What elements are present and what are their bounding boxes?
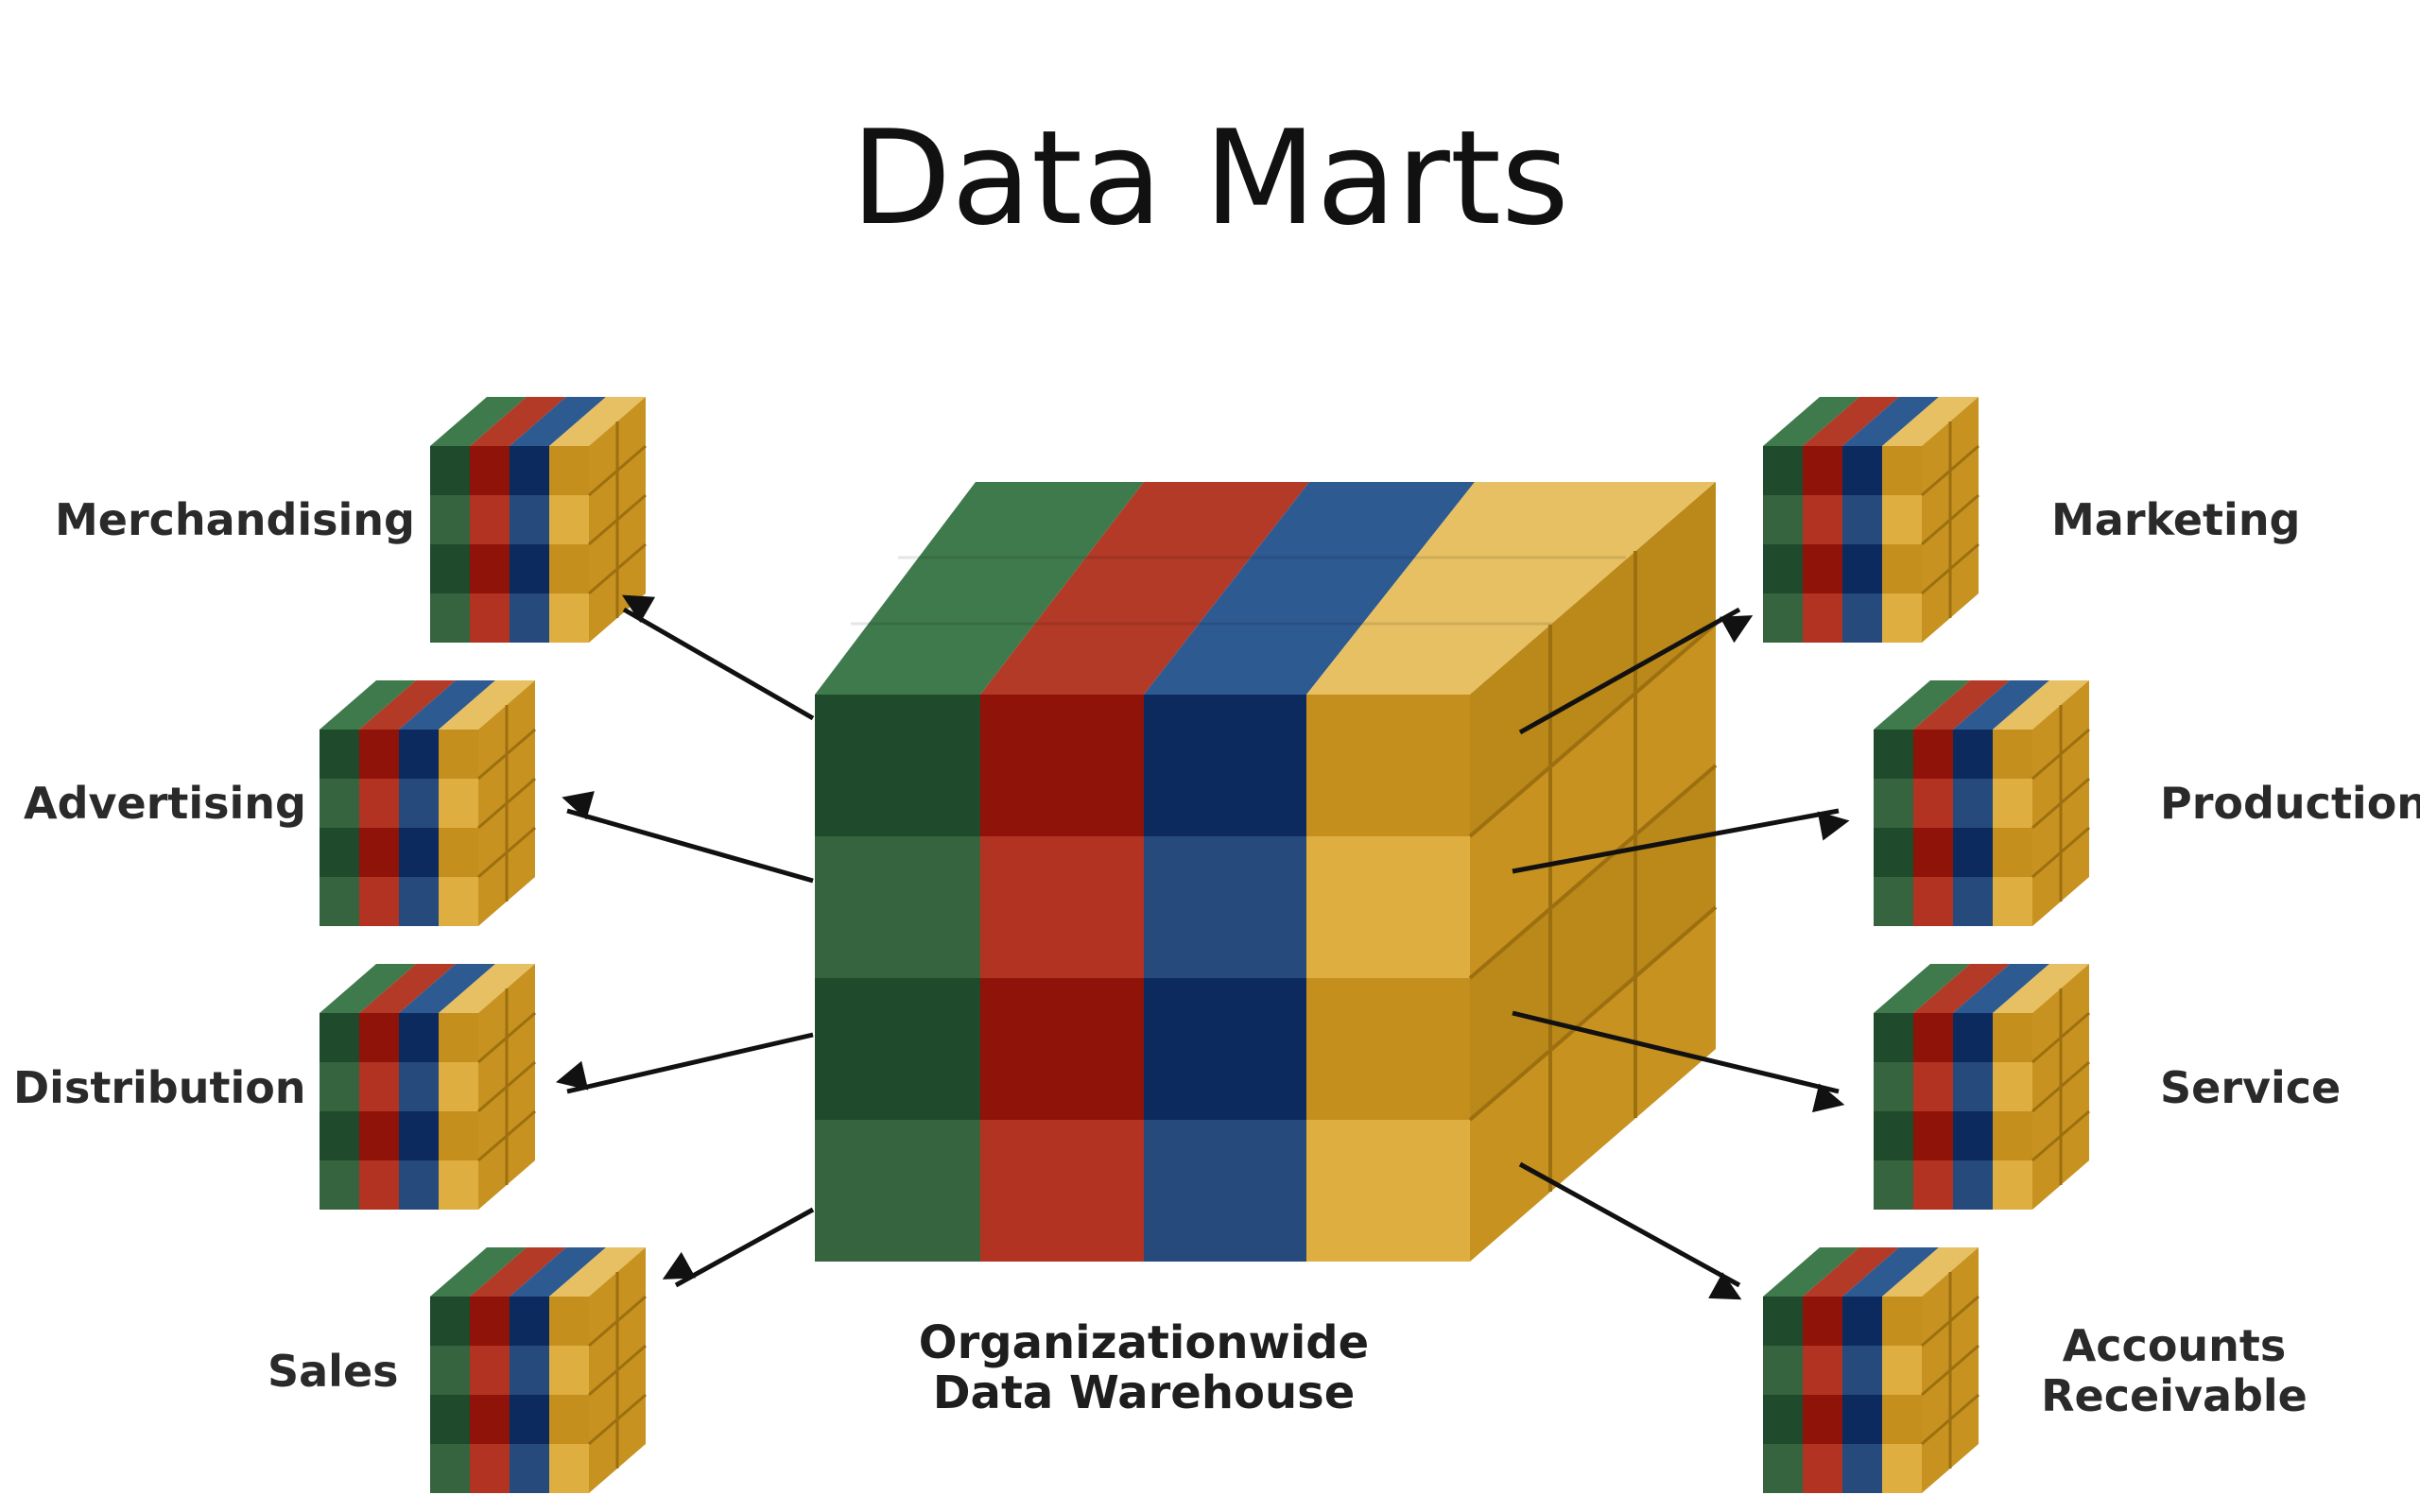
arrow-production bbox=[1512, 808, 1850, 874]
arrow-service bbox=[1512, 1010, 1845, 1113]
warehouse-cube bbox=[815, 482, 1718, 1262]
mart-cube-production bbox=[1874, 680, 2090, 926]
mart-label-advertising: Advertising bbox=[24, 778, 306, 829]
mart-cube-distribution bbox=[320, 964, 536, 1210]
warehouse-label-line2: Data Warehouse bbox=[932, 1366, 1356, 1419]
arrow-sales bbox=[662, 1207, 815, 1288]
mart-cube-merchandising bbox=[430, 397, 647, 643]
mart-label-service: Service bbox=[2160, 1062, 2342, 1113]
arrow-marketing bbox=[1518, 607, 1754, 735]
arrow-distribution bbox=[556, 1032, 814, 1094]
mart-cube-advertising bbox=[320, 680, 536, 926]
warehouse-cube-side bbox=[1468, 482, 1718, 1262]
mart-cube-marketing bbox=[1763, 397, 1979, 643]
arrow-merchandising bbox=[621, 594, 815, 721]
mart-label-accounts-receivable: Accounts Receivable bbox=[2041, 1320, 2308, 1421]
mart-cube-service bbox=[1874, 964, 2090, 1210]
page-title: Data Marts bbox=[851, 102, 1569, 254]
mart-label-distribution: Distribution bbox=[13, 1062, 306, 1113]
warehouse-cube-top bbox=[815, 482, 1716, 695]
mart-cube-accounts-receivable bbox=[1763, 1247, 1979, 1493]
mart-label-marketing: Marketing bbox=[2051, 494, 2301, 545]
arrow-advertising bbox=[562, 791, 814, 884]
arrows bbox=[556, 594, 1850, 1300]
mart-label-sales: Sales bbox=[268, 1346, 399, 1397]
warehouse-cube-front bbox=[815, 695, 1470, 1262]
mart-cube-sales bbox=[430, 1247, 647, 1493]
mart-label-merchandising: Merchandising bbox=[55, 494, 415, 545]
arrow-accounts-receivable bbox=[1518, 1161, 1742, 1300]
mart-label-production: Production bbox=[2160, 778, 2420, 829]
warehouse-label: Organizationwide Data Warehouse bbox=[851, 1318, 1437, 1418]
warehouse-label-line1: Organizationwide bbox=[918, 1316, 1370, 1369]
